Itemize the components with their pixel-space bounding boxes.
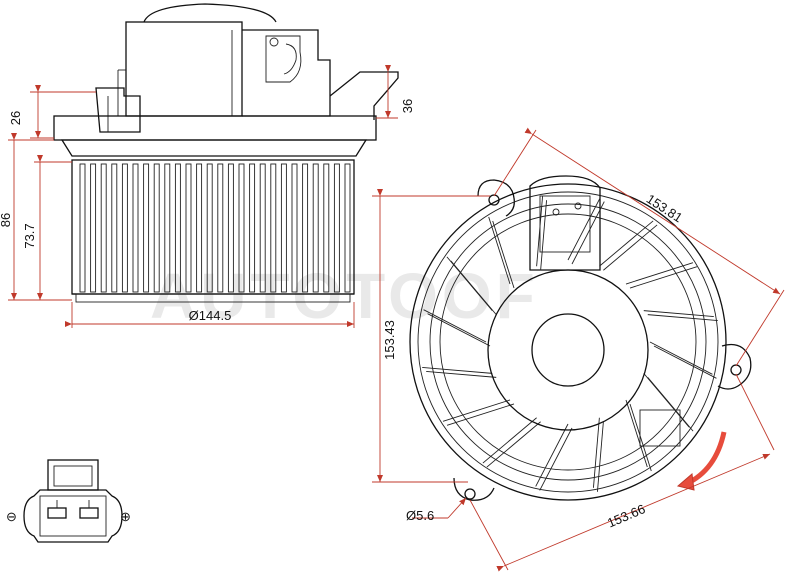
dim-flange-height: 26	[8, 111, 23, 125]
wheel-blade	[238, 163, 245, 293]
cover-slope	[329, 71, 399, 120]
housing-spoke	[649, 341, 713, 375]
wheel-blade	[206, 163, 213, 293]
dim-total-height: 86	[0, 213, 13, 227]
front-view	[409, 175, 752, 501]
wheel-blade	[121, 163, 128, 293]
housing-spoke-edge	[603, 224, 658, 271]
wheel-blade	[100, 163, 107, 293]
housing-spoke	[442, 399, 511, 422]
wheel-blade	[333, 163, 340, 293]
housing-outer	[409, 183, 727, 501]
housing-spoke-edge	[492, 220, 515, 289]
wheel-blade	[312, 163, 319, 293]
electrical-connector: ⊖ ⊕	[6, 459, 131, 543]
wheel-blade	[344, 163, 351, 293]
housing-spoke-edge	[647, 314, 718, 322]
left-tab	[95, 87, 141, 133]
wheel-blade	[174, 163, 181, 293]
side-dimensions: 26 36 86 73.7 Ø144.5	[0, 65, 415, 328]
wheel-blade	[249, 163, 256, 293]
housing-spoke-edge	[450, 260, 497, 315]
housing-spoke	[482, 417, 537, 464]
wheel-blade	[90, 163, 97, 293]
motor-dome	[143, 3, 277, 23]
wheel-blade	[291, 163, 298, 293]
wheel-blade	[280, 163, 287, 293]
housing-spoke-edge	[426, 370, 497, 378]
wheel-blade	[164, 163, 171, 293]
watermark-text: AUTOTOOF	[150, 260, 539, 332]
connector-latch	[47, 459, 99, 491]
motor-shaft-cap	[531, 313, 605, 387]
dim-wheel-height: 73.7	[22, 223, 37, 248]
housing-spoke	[643, 373, 690, 428]
housing-spoke-edge	[653, 345, 717, 379]
housing-spoke	[488, 216, 511, 285]
dim-cover-height: 36	[400, 99, 415, 113]
wheel-blade	[79, 163, 86, 293]
negative-terminal-symbol: ⊖	[6, 509, 17, 524]
wheel-blade	[259, 163, 266, 293]
side-view	[53, 3, 399, 303]
housing-spoke-edge	[647, 377, 694, 432]
connector-pin-right	[79, 507, 99, 519]
housing-spoke	[567, 197, 601, 261]
wheel-blade	[302, 163, 309, 293]
dim-wheel-diameter: Ø144.5	[189, 308, 232, 323]
housing-spoke	[643, 310, 714, 318]
flange-lower	[60, 139, 368, 157]
dim-housing-height: 153.43	[382, 320, 397, 360]
motor-body	[125, 21, 243, 117]
connector-body	[23, 489, 123, 543]
wheel-blade	[153, 163, 160, 293]
dim-hole-diameter: Ø5.6	[406, 508, 434, 523]
housing-spoke-edge	[486, 421, 541, 468]
positive-terminal-symbol: ⊕	[120, 509, 131, 524]
housing-spoke	[535, 423, 569, 487]
mounting-ear-top	[477, 179, 515, 217]
wheel-blade	[217, 163, 224, 293]
wheel-blade	[132, 163, 139, 293]
wheel-blades	[79, 163, 351, 293]
housing-spoke-edge	[629, 403, 652, 472]
wheel-blade	[185, 163, 192, 293]
wheel-blade	[227, 163, 234, 293]
wheel-blade	[196, 163, 203, 293]
connector-pin-left	[47, 507, 67, 519]
mounting-ear-right	[717, 343, 752, 390]
housing-spoke	[423, 309, 487, 343]
wheel-blade	[270, 163, 277, 293]
wheel-blade	[143, 163, 150, 293]
housing-spoke	[446, 256, 493, 311]
dim-housing-width-bottom: 153.66	[605, 501, 647, 530]
housing-spoke-edge	[427, 313, 491, 347]
housing-spokes	[422, 196, 718, 492]
housing-spoke	[625, 262, 694, 285]
dim-housing-width-top: 153.81	[644, 191, 686, 225]
wheel-blade	[111, 163, 118, 293]
wheel-blade	[323, 163, 330, 293]
housing-spoke-edge	[539, 427, 573, 491]
housing-spoke	[422, 366, 493, 374]
housing-spoke-edge	[446, 403, 515, 426]
flange	[53, 115, 377, 141]
housing-spoke-edge	[629, 266, 698, 289]
